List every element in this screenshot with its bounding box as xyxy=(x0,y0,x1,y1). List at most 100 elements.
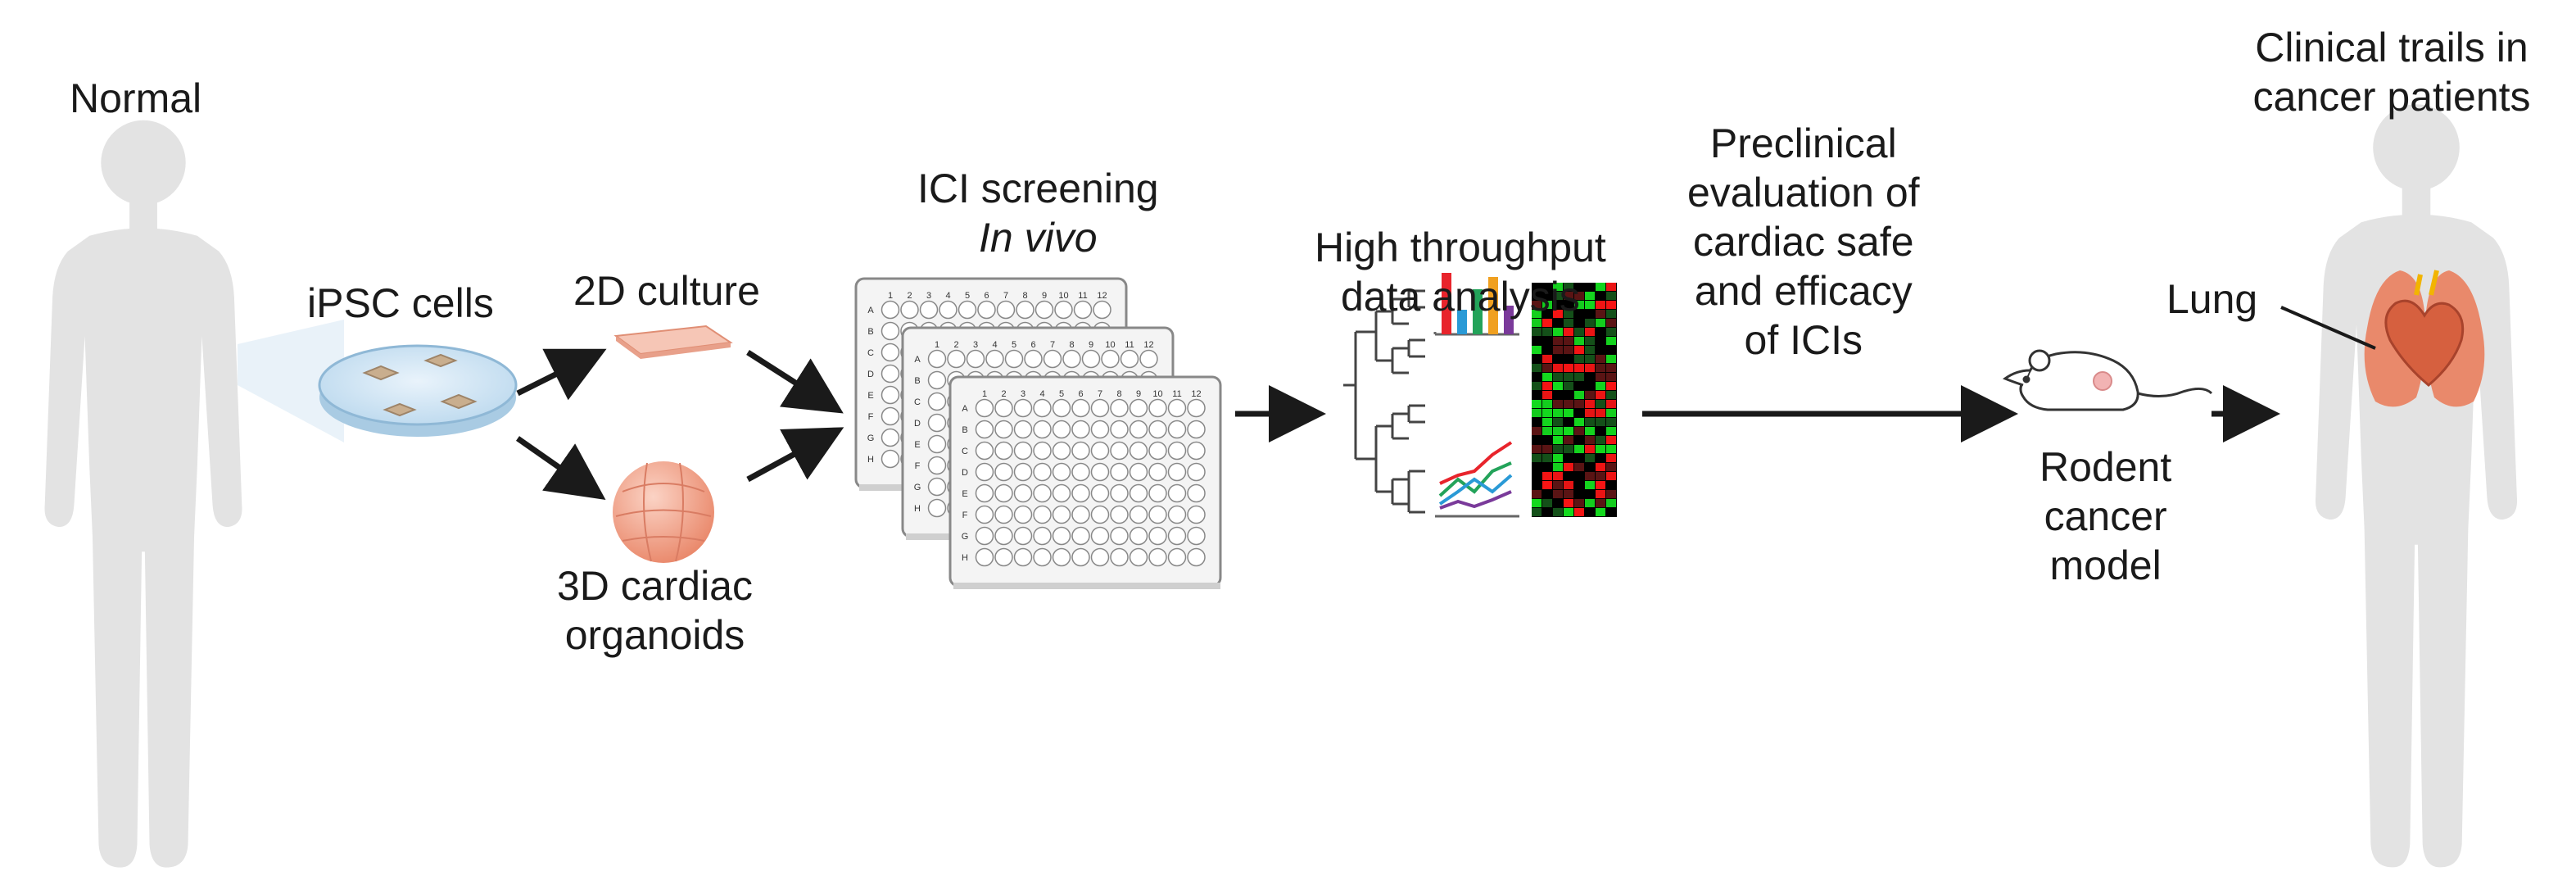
heatmap-cell xyxy=(1606,427,1616,435)
plate-well xyxy=(1071,398,1090,418)
plate-row-label: G xyxy=(962,532,969,542)
heatmap-cell xyxy=(1596,490,1605,498)
heatmap-cell xyxy=(1574,400,1584,408)
heatmap-cell xyxy=(1574,292,1584,300)
bar-chart-bar xyxy=(1442,273,1451,334)
plate-column-label: 5 xyxy=(1059,389,1064,399)
heatmap-cell xyxy=(1596,409,1605,417)
plate-well xyxy=(994,462,1013,482)
plate-well xyxy=(1033,398,1052,418)
heatmap-cell xyxy=(1532,319,1542,327)
plate-well xyxy=(1073,300,1093,320)
label-normal: Normal xyxy=(70,75,202,121)
plate-column-label: 9 xyxy=(1089,340,1093,350)
plate-well xyxy=(1148,398,1167,418)
plate-well xyxy=(994,547,1013,567)
heatmap-cell xyxy=(1606,445,1616,453)
plate-well xyxy=(1052,398,1071,418)
heatmap-cell xyxy=(1585,472,1595,480)
heatmap-cell xyxy=(1553,337,1563,345)
heatmap-cell xyxy=(1596,463,1605,471)
plate-well xyxy=(1033,462,1052,482)
plate-well xyxy=(919,300,939,320)
heatmap-cell xyxy=(1564,310,1573,318)
plate-row-label: E xyxy=(962,489,967,499)
heatmap-cell xyxy=(1564,328,1573,336)
arrow-dish-to-3d xyxy=(515,436,606,501)
heatmap-cell xyxy=(1606,463,1616,471)
heatmap-cell xyxy=(1596,310,1605,318)
heatmap-cell xyxy=(1564,463,1573,471)
heatmap-cell xyxy=(1585,400,1595,408)
plate-well xyxy=(1090,505,1110,524)
plate-column-label: 1 xyxy=(935,340,939,350)
plate-column-label: 8 xyxy=(1022,291,1027,301)
heatmap-cell xyxy=(1574,445,1584,453)
heatmap-cell xyxy=(1596,508,1605,516)
arrow-3d-to-plates xyxy=(746,427,844,483)
plate-column-label: 5 xyxy=(965,291,970,301)
heatmap-cell xyxy=(1596,382,1605,390)
label-rodent-model: Rodent cancer model xyxy=(2040,442,2171,590)
heatmap-cell xyxy=(1564,319,1573,327)
label-ipsc-cells: iPSC cells xyxy=(307,280,494,326)
plate-well xyxy=(994,441,1013,461)
heatmap-cell xyxy=(1532,508,1542,516)
label-ici-screening: ICI screening In vivo xyxy=(917,164,1159,262)
heatmap-cell xyxy=(1532,364,1542,372)
heatmap-cell xyxy=(1564,445,1573,453)
plate-well xyxy=(966,349,985,369)
plate-column-label: 3 xyxy=(1021,389,1025,399)
plate-row-label: F xyxy=(915,461,921,471)
plate-well xyxy=(1167,483,1187,503)
plate-column-label: 10 xyxy=(1105,340,1115,350)
plate-well xyxy=(1167,462,1187,482)
plate-well xyxy=(1004,349,1024,369)
plate-well xyxy=(1110,398,1129,418)
heatmap-cell xyxy=(1553,292,1563,300)
plate-well xyxy=(1187,483,1206,503)
heatmap-cell xyxy=(1606,355,1616,363)
plate-well xyxy=(881,364,900,383)
line-chart-icon xyxy=(1435,441,1519,518)
heatmap-cell xyxy=(1542,301,1552,309)
plate-well xyxy=(1148,526,1167,546)
plate-well xyxy=(881,428,900,447)
heatmap-cell xyxy=(1553,328,1563,336)
heatmap-cell xyxy=(1564,346,1573,354)
plate-column-label: 7 xyxy=(1003,291,1008,301)
plate-column-label: 12 xyxy=(1097,291,1107,301)
heatmap-cell xyxy=(1585,499,1595,507)
plate-well xyxy=(1139,349,1158,369)
plate-well xyxy=(1129,462,1148,482)
heatmap-cell xyxy=(1564,382,1573,390)
plate-well xyxy=(1110,441,1129,461)
plate-well xyxy=(927,392,947,411)
plate-column-label: 5 xyxy=(1012,340,1016,350)
plate-well xyxy=(994,483,1013,503)
heatmap-cell xyxy=(1606,382,1616,390)
heatmap-cell xyxy=(1585,427,1595,435)
heatmap-cell xyxy=(1606,409,1616,417)
heatmap-cell xyxy=(1574,463,1584,471)
heatmap-cell xyxy=(1606,391,1616,399)
heatmap-cell xyxy=(1596,499,1605,507)
plate-well xyxy=(881,406,900,426)
heatmap-cell xyxy=(1574,391,1584,399)
bar-chart-bar xyxy=(1457,310,1467,334)
plate-well xyxy=(1187,398,1206,418)
heatmap-cell xyxy=(1574,427,1584,435)
heatmap-cell xyxy=(1585,337,1595,345)
plate-well xyxy=(996,300,1016,320)
heart-icon xyxy=(2384,270,2465,387)
plate-well xyxy=(881,449,900,469)
plate-well xyxy=(1090,398,1110,418)
heatmap-cell xyxy=(1585,418,1595,426)
heatmap-cell xyxy=(1606,319,1616,327)
plate-well xyxy=(1052,526,1071,546)
heatmap-cell xyxy=(1574,499,1584,507)
plate-well xyxy=(1052,420,1071,439)
plate-column-label: 9 xyxy=(1042,291,1047,301)
plate-row-label: D xyxy=(962,468,968,478)
